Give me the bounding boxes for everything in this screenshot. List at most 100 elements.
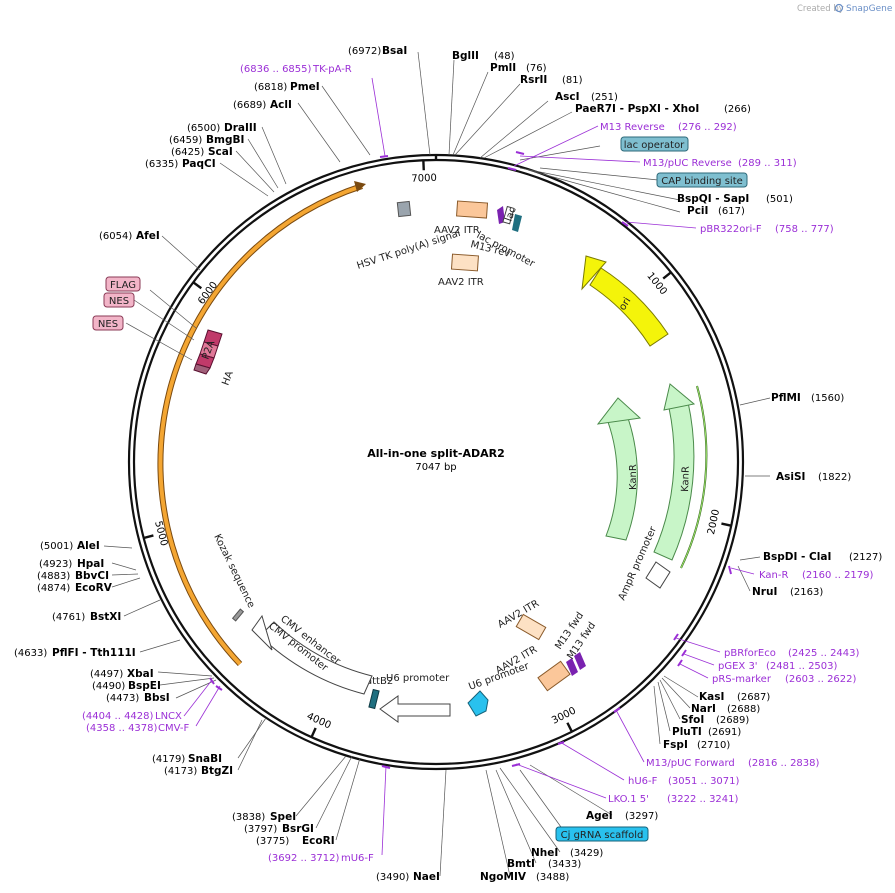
enzyme-name: PflFI - Tth111I xyxy=(52,647,136,659)
lac-operator-feature xyxy=(512,214,522,232)
snapgene-logo-icon xyxy=(834,3,844,13)
primer-range: (4358 .. 4378) xyxy=(86,723,158,734)
primer-range: (2481 .. 2503) xyxy=(766,661,838,672)
created-by-label: Created by xyxy=(797,4,844,14)
u6-promoter-white-feature xyxy=(379,695,451,723)
enzyme-name: AsiSI xyxy=(776,471,805,483)
primer-name: hU6-F xyxy=(628,776,658,787)
u6-promoter-cyan-feature xyxy=(467,690,489,717)
enzyme-pos: (4633) xyxy=(14,648,47,659)
primer-name: mU6-F xyxy=(341,853,374,864)
flag-box xyxy=(105,276,141,292)
enzyme-name: PluTI xyxy=(672,726,702,738)
primer-range: (2816 .. 2838) xyxy=(748,758,820,769)
enzyme-name: PmeI xyxy=(290,81,320,93)
aav2-itr-top-2-feature xyxy=(450,253,479,272)
enzyme-name: XbaI xyxy=(127,668,154,680)
orange-cds-arc xyxy=(158,184,363,666)
enzyme-pos: (4874) xyxy=(37,583,70,594)
aav2-itr-bottom-2-feature xyxy=(537,660,571,692)
enzyme-name: SnaBI xyxy=(188,753,222,765)
enzyme-name: BbsI xyxy=(144,692,170,704)
cj-scaffold-box xyxy=(555,826,649,842)
primer-name: M13/pUC Forward xyxy=(646,758,735,769)
tick-label: 1000 xyxy=(644,271,669,298)
primer-name: CMV-F xyxy=(158,723,189,734)
primer-name: M13/pUC Reverse xyxy=(643,158,732,169)
enzyme-pos: (3433) xyxy=(548,859,581,870)
tick-mark xyxy=(721,522,732,527)
tick-mark xyxy=(662,271,672,280)
enzyme-name: RsrII xyxy=(520,74,547,86)
primer-name: pGEX 3' xyxy=(718,661,758,672)
tick-label: 7000 xyxy=(411,173,437,185)
enzyme-pos: (81) xyxy=(562,75,583,86)
enzyme-name: BtgZI xyxy=(201,765,233,777)
enzyme-name: BspDI - ClaI xyxy=(763,551,831,563)
aav2-itr-top-feature xyxy=(456,200,489,219)
enzyme-pos: (3490) xyxy=(376,872,409,883)
enzyme-pos: (4473) xyxy=(106,693,139,704)
primer-marks xyxy=(209,151,732,769)
enzyme-pos: (501) xyxy=(766,194,793,205)
enzyme-pos: (6425) xyxy=(171,147,204,158)
kanr-inner-feature xyxy=(605,417,638,541)
enzyme-name: NgoMIV xyxy=(480,871,527,883)
enzyme-labels: (6972) BsaI (48) BglII (76) PmlI (81) Rs… xyxy=(14,45,882,883)
enzyme-name: PaeR7I - PspXI - XhoI xyxy=(575,103,699,115)
enzyme-pos: (3838) xyxy=(232,812,265,823)
u6-promoter-label-2: U6 promoter xyxy=(386,673,450,684)
enzyme-pos: (48) xyxy=(494,51,515,62)
ha-label: HA xyxy=(220,370,235,387)
primer-name: LNCX xyxy=(155,711,182,722)
enzyme-pos: (6972) xyxy=(348,46,381,57)
enzyme-name: SpeI xyxy=(270,811,296,823)
enzyme-name: NheI xyxy=(531,847,558,859)
attb2-label: attB2 xyxy=(366,676,393,687)
primer-name: TK-pA-R xyxy=(312,64,352,75)
enzyme-name: NaeI xyxy=(413,871,440,883)
enzyme-name: KasI xyxy=(699,691,724,703)
ampr-promoter-feature xyxy=(645,561,671,589)
enzyme-pos: (6459) xyxy=(169,135,202,146)
primer-range: (2160 .. 2179) xyxy=(802,570,874,581)
enzyme-name: AfeI xyxy=(136,230,160,242)
kanr-outer-head-icon xyxy=(663,383,696,411)
enzyme-pos: (4173) xyxy=(164,766,197,777)
cap-site-label: CAP binding site xyxy=(661,176,743,187)
enzyme-pos: (1822) xyxy=(818,472,851,483)
enzyme-name: HpaI xyxy=(77,558,104,570)
tick-label: 2000 xyxy=(706,508,722,535)
enzyme-name: BmtI xyxy=(507,858,535,870)
kozak-label: Kozak sequence xyxy=(211,532,256,609)
enzyme-pos: (6335) xyxy=(145,159,178,170)
tick-mark xyxy=(143,534,154,540)
flag-label: FLAG xyxy=(110,280,136,291)
cmv-enhancer-promoter-feature xyxy=(259,621,373,695)
enzyme-name: PciI xyxy=(687,205,708,217)
primer-range: (3222 .. 3241) xyxy=(667,794,739,805)
nes-box-1 xyxy=(103,292,135,308)
snapgene-brand-label: SnapGene xyxy=(846,4,893,14)
cmv-arrow-head-icon xyxy=(251,614,273,651)
primer-name: LKO.1 5' xyxy=(608,794,649,805)
enzyme-name: BmgBI xyxy=(206,134,244,146)
enzyme-name: AclI xyxy=(270,99,292,111)
enzyme-pos: (3797) xyxy=(244,824,277,835)
m13-fwd-feature-1 xyxy=(566,658,578,676)
hsv-tk-polya-feature xyxy=(396,200,412,218)
cap-site-box xyxy=(656,172,748,188)
enzyme-name: AscI xyxy=(555,91,580,103)
kanr-outer-feature xyxy=(653,401,695,561)
enzyme-name: BspQI - SapI xyxy=(677,193,749,205)
enzyme-pos: (2710) xyxy=(697,740,730,751)
enzyme-name: BspEI xyxy=(128,680,161,692)
primer-range: (758 .. 777) xyxy=(775,224,834,235)
enzyme-pos: (4883) xyxy=(37,571,70,582)
kanr-label-2: KanR xyxy=(680,466,692,492)
enzyme-name: EcoRV xyxy=(75,582,113,594)
primer-range: (3051 .. 3071) xyxy=(668,776,740,787)
plasmid-name: All-in-one split-ADAR2 xyxy=(367,447,505,460)
ori-arrow-head-icon xyxy=(581,255,607,291)
enzyme-pos: (2688) xyxy=(727,704,760,715)
